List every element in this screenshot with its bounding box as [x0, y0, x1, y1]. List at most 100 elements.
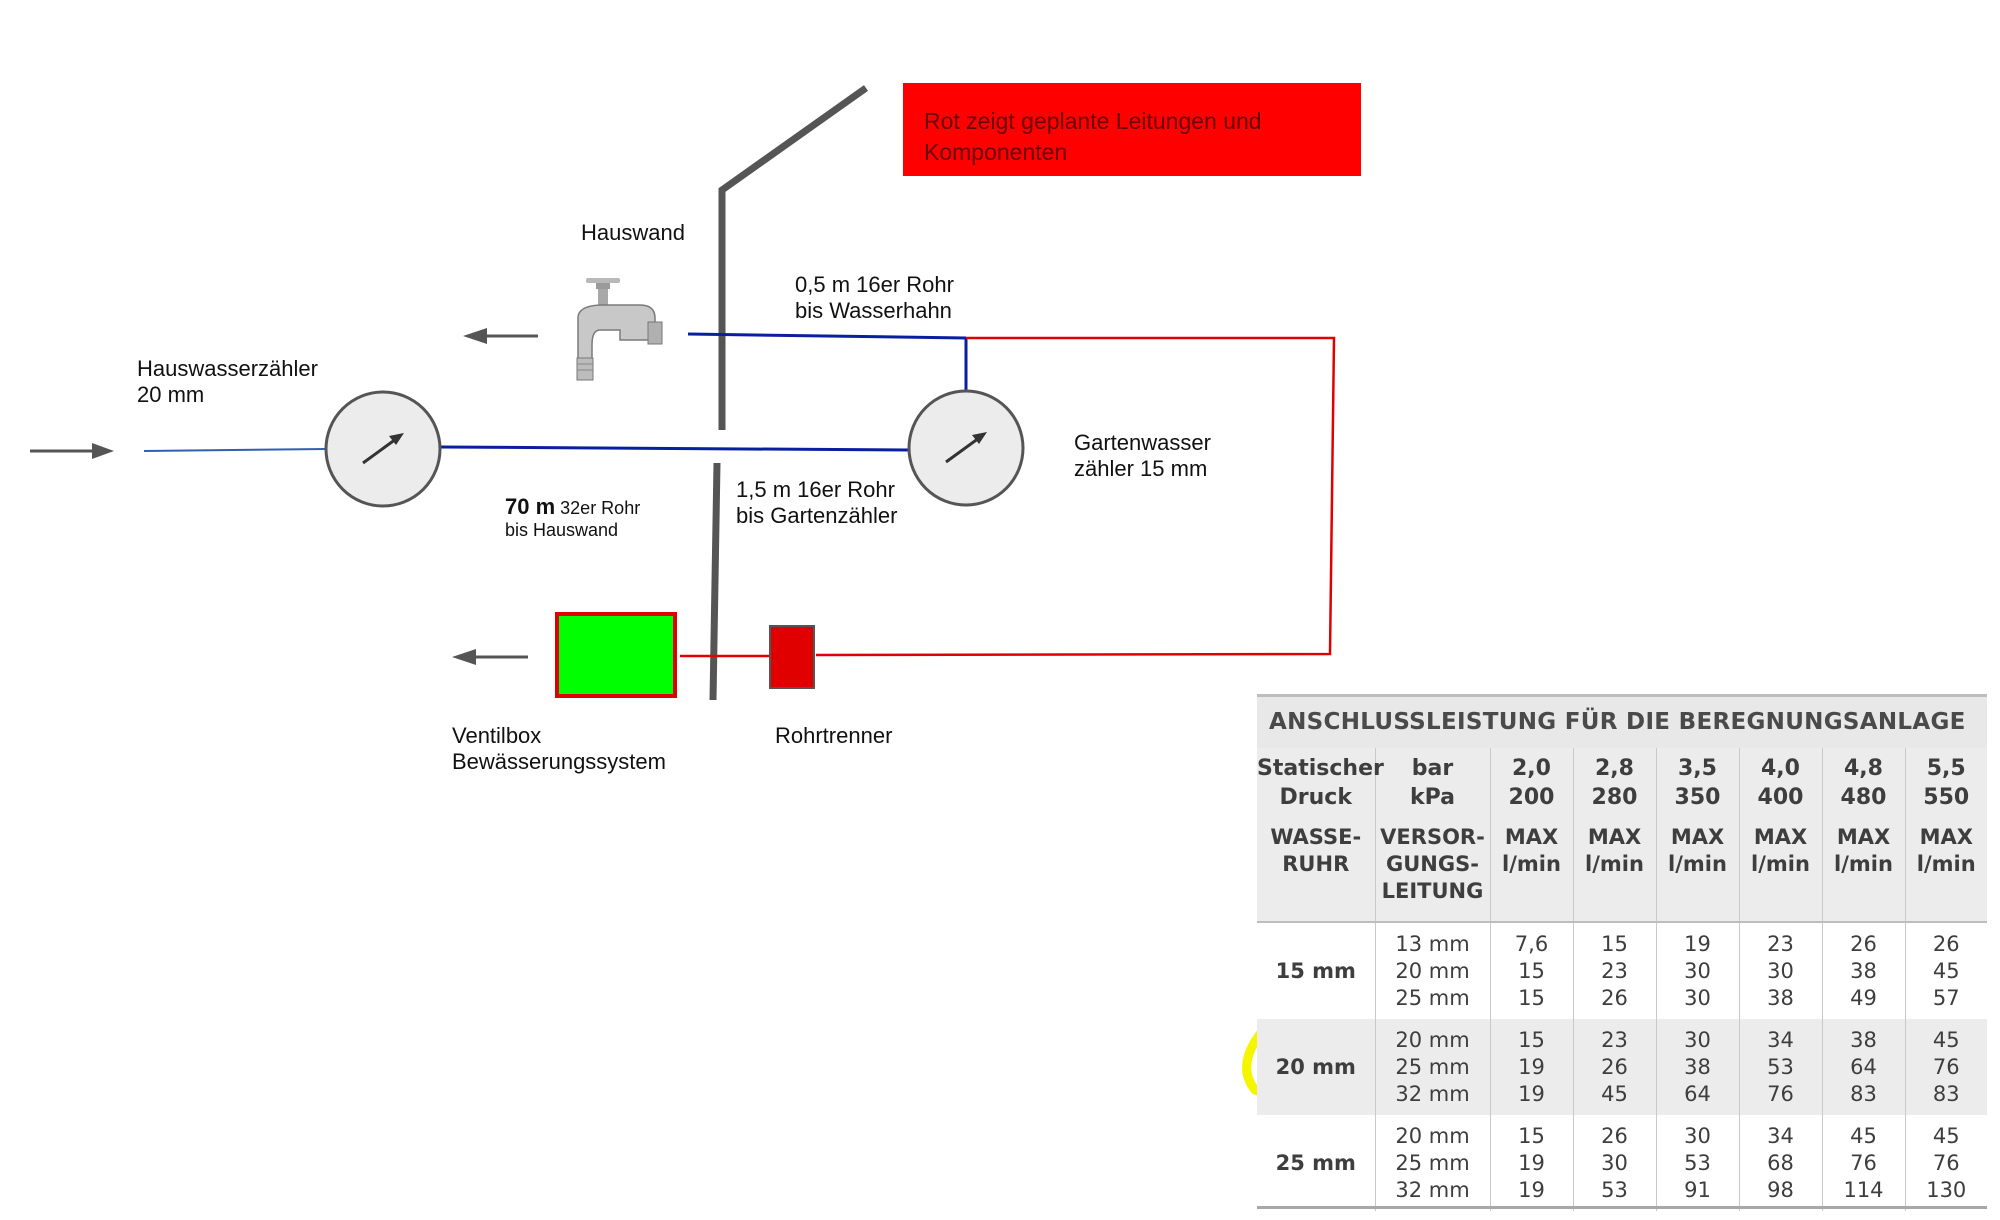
label-hauswasserzaehler: Hauswasserzähler 20 mm: [137, 356, 318, 408]
cell-line: 38: [1684, 1054, 1711, 1079]
cell-line: 76: [1850, 1150, 1877, 1175]
label-line: 20 mm: [137, 382, 205, 407]
header-cell: WASSE-RUHR: [1257, 818, 1375, 922]
connection-capacity-table: ANSCHLUSSLEISTUNG FÜR DIE BEREGNUNGSANLA…: [1257, 694, 1987, 1211]
cell-line: 76: [1932, 1054, 1960, 1079]
label-gartenwasserzaehler: Gartenwasser zähler 15 mm: [1074, 430, 1211, 482]
cell-line: 15: [1518, 1027, 1545, 1052]
label-line: bis Hauswand: [505, 520, 619, 540]
cell-line: 30: [1601, 1150, 1628, 1175]
cell-line: WASSE-RUHR: [1270, 825, 1362, 876]
legend-text: Rot zeigt geplante Leitungen und Kompone…: [924, 108, 1262, 165]
cell-line: 26: [1601, 1054, 1628, 1079]
cell-line: 98: [1767, 1177, 1794, 1202]
cell-line: 23: [1601, 958, 1628, 983]
cell-line: 83: [1850, 1081, 1877, 1106]
cell-line: 53: [1601, 1177, 1628, 1202]
cell-line: 15: [1518, 1123, 1545, 1148]
cell-line: 25 mm: [1395, 1150, 1470, 1175]
pipe-16-to-tap: [687, 332, 967, 340]
house-wall-upper: [718, 85, 869, 430]
cell-line: 83: [1932, 1081, 1960, 1106]
cell-line: 25 mm: [1395, 1054, 1470, 1079]
label-line: 0,5 m 16er Rohr: [795, 272, 954, 297]
label-line: bis Gartenzähler: [736, 503, 898, 528]
rohrtrenner: [769, 625, 815, 689]
header-cell: VERSOR-GUNGS-LEITUNG: [1374, 818, 1490, 922]
cell-line: 15: [1518, 985, 1545, 1010]
label-line: 1,5 m 16er Rohr: [736, 477, 895, 502]
cell-line: 15: [1601, 931, 1628, 956]
cell-line: 25 mm: [1275, 1150, 1356, 1175]
cell-line: 15: [1518, 958, 1545, 983]
cell-line: 53: [1767, 1054, 1794, 1079]
label-line: 32er Rohr: [555, 498, 641, 518]
label-rohrtrenner: Rohrtrenner: [775, 723, 893, 748]
cell-line: 26: [1601, 1123, 1628, 1148]
label-ventilbox: Ventilbox Bewässerungssystem: [452, 723, 666, 775]
table-bottom-rule: [1257, 1206, 1987, 1209]
water-tap-icon: [576, 278, 663, 381]
label-rohr-wasserhahn: 0,5 m 16er Rohr bis Wasserhahn: [795, 272, 954, 324]
cell-line: 23: [1601, 1027, 1628, 1052]
arrow-right-icon: [30, 443, 114, 459]
cell-line: 45: [1932, 1027, 1960, 1052]
cell-line: 114: [1843, 1177, 1884, 1202]
cell-line: 13 mm: [1395, 931, 1470, 956]
cell-line: 23: [1767, 931, 1794, 956]
cell-line: 45: [1601, 1081, 1628, 1106]
cell-line: 20 mm: [1275, 1054, 1356, 1079]
cell-line: 15 mm: [1275, 958, 1356, 983]
cell-line: 64: [1850, 1054, 1877, 1079]
table-title: ANSCHLUSSLEISTUNG FÜR DIE BEREGNUNGSANLA…: [1257, 694, 1987, 748]
pipe-32-to-wall: [440, 445, 910, 452]
cell-line: 19: [1518, 1081, 1545, 1106]
cell-line: 57: [1932, 985, 1960, 1010]
cell-line: 38: [1767, 985, 1794, 1010]
ventilbox: [555, 612, 677, 698]
cell-line: 30: [1684, 985, 1711, 1010]
cell-line: 25 mm: [1395, 985, 1470, 1010]
cell-line: 76: [1767, 1081, 1794, 1106]
cell-line: VERSOR-GUNGS-LEITUNG: [1380, 825, 1485, 903]
arrow-left-icon: [452, 649, 528, 665]
meter-size-cell: 15 mm: [1257, 921, 1375, 1019]
cell-line: 45: [1850, 1123, 1877, 1148]
cell-line: 53: [1684, 1150, 1711, 1175]
cell-line: 130: [1926, 1177, 1967, 1202]
cell-line: 26: [1932, 931, 1960, 956]
meter-size-cell: 25 mm: [1257, 1115, 1375, 1211]
